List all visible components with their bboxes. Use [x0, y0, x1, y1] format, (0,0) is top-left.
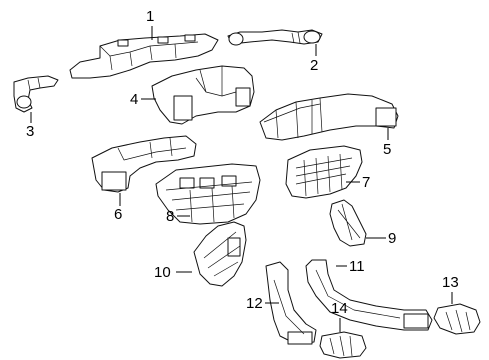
callout-12: 12: [246, 295, 263, 312]
part-3-side-vent: [13, 75, 59, 113]
part-5-vent-duct: [259, 93, 399, 141]
callout-5: 5: [383, 141, 392, 158]
part-8-vent-housing: [155, 163, 261, 225]
part-4-center-vent-duct: [151, 65, 255, 125]
callout-4: 4: [130, 91, 139, 108]
callout-7: 7: [362, 174, 371, 191]
part-2-side-vent-duct: [227, 29, 323, 46]
callout-1: 1: [146, 8, 155, 25]
callout-3: 3: [26, 123, 35, 140]
part-11-rear-floor-duct: [305, 259, 433, 331]
callout-6: 6: [114, 206, 123, 223]
callout-10: 10: [154, 264, 171, 281]
callout-11: 11: [349, 258, 365, 275]
part-12-floor-duct: [265, 261, 317, 345]
part-14-rear-outlet: [319, 331, 367, 359]
callout-14: 14: [331, 300, 348, 317]
callout-13: 13: [442, 274, 459, 291]
callout-2: 2: [310, 57, 319, 74]
callout-9: 9: [388, 230, 397, 247]
part-1-defroster-duct: [69, 33, 219, 79]
part-9-duct: [329, 199, 367, 247]
part-10-floor-duct: [193, 221, 247, 287]
callout-8: 8: [166, 208, 175, 225]
part-7-center-vent-grille: [285, 145, 363, 199]
part-6-vent-duct: [91, 135, 197, 193]
part-13-rear-outlet: [433, 303, 481, 335]
